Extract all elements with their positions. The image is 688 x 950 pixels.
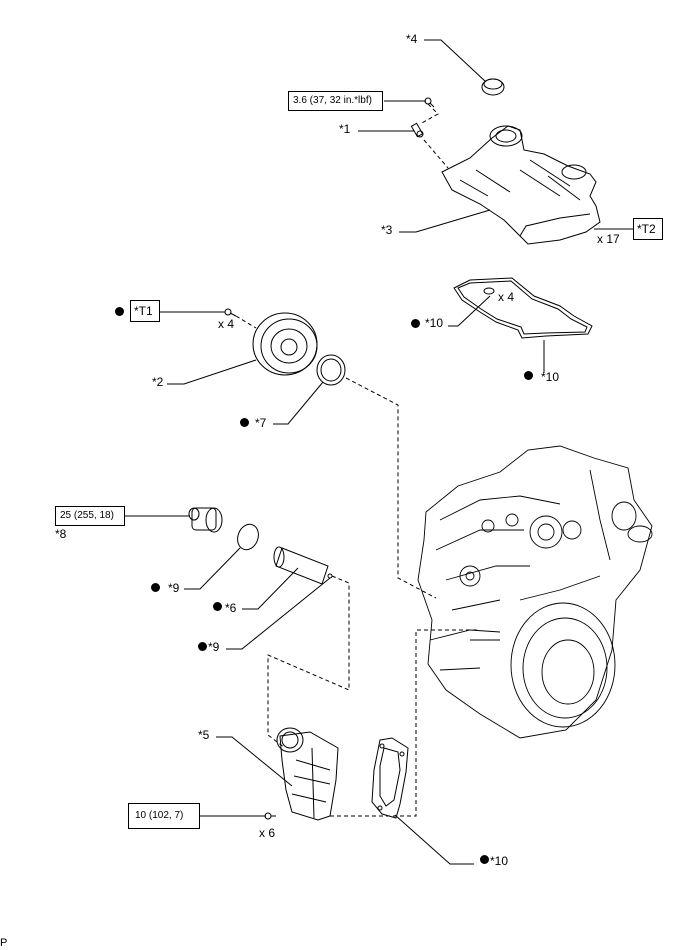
oil-filter-housing	[276, 727, 339, 821]
torque-spec-3: 10 (102, 7)	[128, 803, 200, 829]
leader-line	[424, 39, 487, 83]
non-reusable-dot	[240, 418, 249, 427]
engine-assembly	[417, 445, 653, 739]
dashed-line	[235, 315, 257, 329]
part-6-label: *6	[225, 601, 237, 615]
qty-6-label: x 6	[259, 826, 276, 840]
leader-line	[399, 209, 491, 233]
part-3-label: *3	[381, 223, 393, 237]
dashed-line	[345, 377, 437, 599]
oil-filler-cap	[481, 78, 505, 96]
part-1-label: *1	[339, 122, 351, 136]
leader-line	[226, 577, 331, 650]
part-7-label: *7	[255, 416, 267, 430]
dashed-line	[330, 629, 480, 817]
oil-filter-element	[273, 546, 333, 585]
crankshaft-pulley	[252, 312, 318, 376]
torque-spec-1: 3.6 (37, 32 in.*lbf)	[288, 91, 383, 111]
non-reusable-dot	[151, 583, 160, 592]
part-10-label: *10	[541, 370, 560, 384]
cover-gasket	[453, 277, 593, 339]
part-8-label: *8	[55, 527, 67, 541]
bolt	[264, 812, 276, 820]
housing-gasket	[371, 737, 409, 819]
bolt	[424, 97, 435, 108]
corner-code: P	[0, 937, 8, 949]
leader-line	[394, 814, 474, 865]
non-reusable-dot	[198, 642, 207, 651]
leader-line	[216, 736, 293, 787]
leader-line	[184, 547, 241, 590]
sensor-part-1	[410, 122, 424, 138]
dashed-line	[267, 575, 350, 749]
part-2-label: *2	[152, 375, 164, 389]
non-reusable-dot	[411, 319, 420, 328]
non-reusable-dot	[480, 855, 489, 864]
non-reusable-dot	[213, 602, 222, 611]
part-9-label: *9	[168, 581, 180, 595]
part-10-label: *10	[425, 316, 444, 330]
leader-line	[448, 295, 491, 327]
cylinder-head-cover	[441, 125, 601, 245]
part-10-label: *10	[490, 854, 509, 868]
part-4-label: *4	[406, 32, 418, 46]
dashed-line	[423, 139, 449, 169]
o-ring	[237, 523, 259, 551]
non-reusable-dot	[524, 371, 533, 380]
dashed-line	[419, 103, 439, 125]
oil-filter-cap	[188, 507, 223, 533]
tool-T1-label: *T1	[130, 300, 160, 322]
tool-T2-label: *T2	[633, 218, 663, 240]
oil-seal	[316, 354, 346, 386]
part-9-label: *9	[208, 640, 220, 654]
qty-4-label: x 4	[498, 290, 515, 304]
qty-4-label: x 4	[218, 317, 235, 331]
qty-17-label: x 17	[597, 232, 620, 246]
part-5-label: *5	[198, 728, 210, 742]
leader-line	[167, 359, 257, 385]
leader-line	[242, 567, 299, 610]
non-reusable-dot	[115, 307, 124, 316]
torque-spec-2: 25 (255, 18)	[55, 506, 125, 526]
bolt	[224, 308, 237, 317]
leader-line	[273, 381, 324, 425]
